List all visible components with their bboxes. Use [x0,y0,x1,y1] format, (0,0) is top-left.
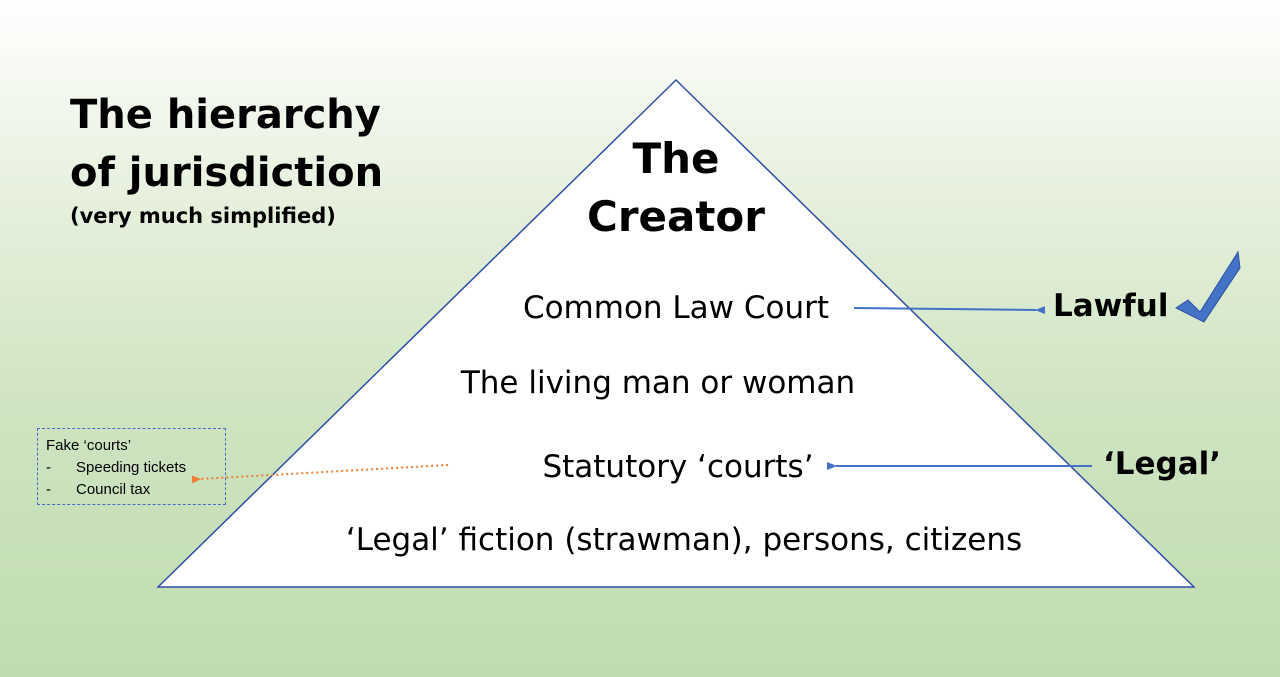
fake-courts-item: Council tax [76,481,151,498]
lawful-label: Lawful [1053,288,1169,324]
lawful-arrow [853,306,1046,315]
tier-common-law-court: Common Law Court [522,290,830,326]
apex-label-line-1: The [632,134,720,183]
subtitle: (very much simplified) [70,204,336,228]
fake-courts-box: Fake ‘courts’ - Speeding tickets - Counc… [37,428,226,505]
title-line-2: of jurisdiction [70,150,384,196]
list-item: - Council tax [46,479,217,501]
pyramid-triangle [156,78,1196,588]
title-line-1: The hierarchy [70,92,381,138]
fake-courts-heading: Fake ‘courts’ [46,437,132,454]
legal-label: ‘Legal’ [1103,446,1222,482]
apex-label-line-2: Creator [586,192,766,241]
fake-courts-arrow [191,464,449,484]
list-item: - Speeding tickets [46,457,217,479]
tier-statutory-courts: Statutory ‘courts’ [542,449,814,485]
tier-legal-fiction: ‘Legal’ fiction (strawman), persons, cit… [345,522,1023,558]
fake-courts-item: Speeding tickets [76,459,187,476]
checkmark-icon [1175,250,1241,323]
tier-living-man-or-woman: The living man or woman [460,365,856,401]
